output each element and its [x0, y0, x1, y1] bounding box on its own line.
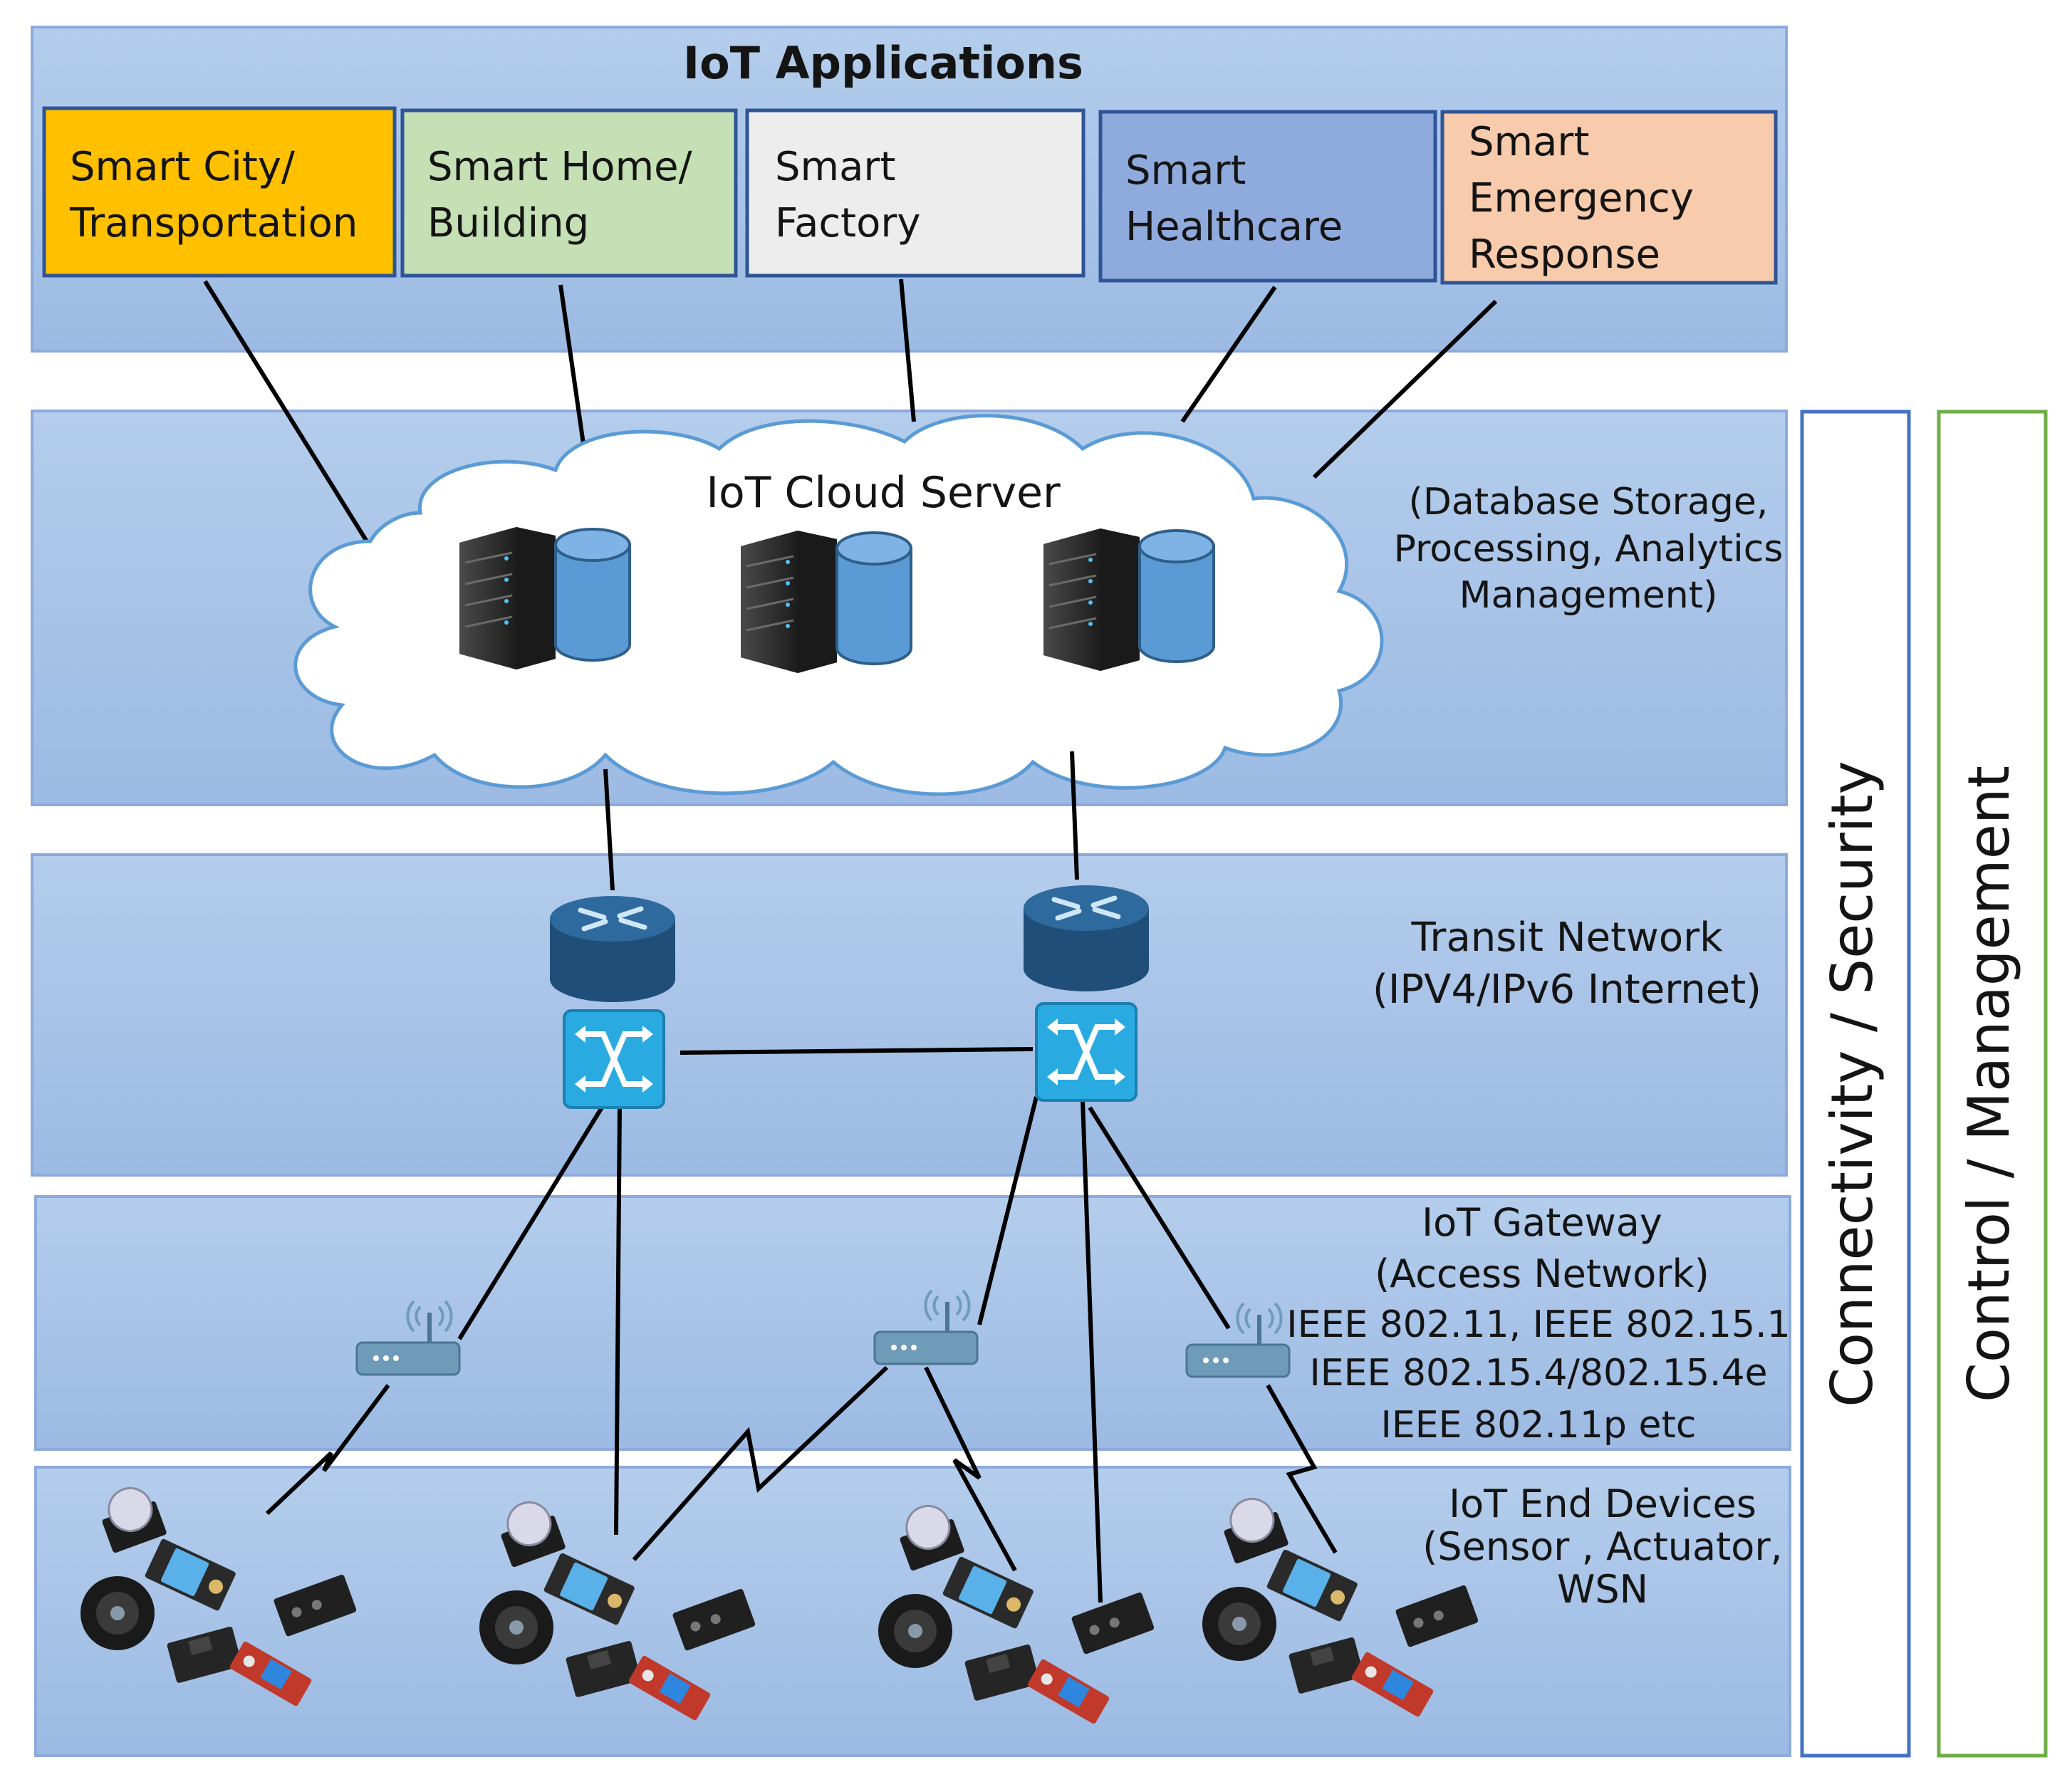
app-label-line: Smart [1469, 119, 1589, 165]
fan-module-icon [1202, 1587, 1276, 1661]
database-icon [1138, 529, 1215, 663]
fan-module-icon [80, 1576, 155, 1650]
app-box-smart-city: Smart City/ Transportation [42, 106, 397, 278]
buzzer-module-icon [102, 1486, 167, 1553]
app-label-line: Smart [1125, 147, 1246, 194]
app-label-line: Factory [775, 200, 921, 246]
sensor-board-icon [1071, 1593, 1155, 1654]
app-label-line: Response [1469, 231, 1660, 278]
router-icon [550, 896, 675, 1002]
app-label-line: Smart [775, 144, 895, 190]
database-icon [554, 528, 631, 662]
gateway-label-line: (Access Network) [1375, 1251, 1709, 1296]
server-rack-icon [741, 531, 837, 673]
humidity-sensor-icon [145, 1538, 236, 1611]
sensor-cluster [479, 1501, 756, 1721]
end-devices-label-line: (Sensor , Actuator, [1422, 1524, 1782, 1569]
sensor-cluster [1202, 1497, 1479, 1717]
app-box-smart-emergency: Smart Emergency Response [1440, 110, 1778, 285]
layer-gateway [34, 1195, 1791, 1451]
wireless-gateway-icon [355, 1300, 461, 1376]
app-label-line: Building [427, 200, 589, 246]
app-box-smart-healthcare: Smart Healthcare [1098, 110, 1437, 283]
router-icon [1024, 885, 1149, 991]
cloud-description-line: Processing, Analytics [1394, 528, 1784, 570]
transit-label-line: (IPV4/IPv6 Internet) [1373, 966, 1761, 1013]
app-box-smart-home: Smart Home/ Building [400, 108, 738, 278]
end-devices-label-line: WSN [1557, 1567, 1648, 1612]
cloud-description-line: (Database Storage, [1409, 481, 1769, 523]
side-bar-label: Control / Management [1956, 766, 2022, 1402]
app-label-line: Smart Home/ [427, 144, 692, 190]
side-bar-control-management: Control / Management [1937, 410, 2048, 1758]
sensor-board-icon [274, 1575, 357, 1637]
end-devices-label-line: IoT End Devices [1449, 1481, 1756, 1526]
relay-module-icon [1351, 1652, 1434, 1717]
app-box-smart-factory: Smart Factory [745, 108, 1086, 278]
humidity-sensor-icon [543, 1553, 635, 1625]
buzzer-module-icon [900, 1504, 964, 1571]
network-links [265, 751, 1338, 1603]
side-bar-label: Connectivity / Security [1819, 761, 1885, 1407]
database-icon [835, 531, 912, 665]
gateway-label-line: IEEE 802.15.4/802.15.4e [1309, 1352, 1767, 1395]
server-group-2 [741, 531, 912, 673]
side-bar-connectivity-security: Connectivity / Security [1800, 410, 1911, 1758]
app-label-line: Emergency [1469, 175, 1694, 222]
relay-module-icon [229, 1641, 312, 1706]
cloud-label: IoT Cloud Server [706, 468, 1061, 518]
ir-sensor-icon [167, 1626, 242, 1683]
app-label-line: Transportation [69, 200, 358, 246]
app-box-fill [400, 108, 738, 278]
ir-sensor-icon [566, 1640, 641, 1697]
sensor-board-icon [672, 1589, 756, 1651]
app-box-fill [1440, 110, 1778, 285]
layer-transit-network [31, 853, 1788, 1177]
server-rack-icon [1043, 528, 1140, 671]
ir-sensor-icon [1289, 1637, 1364, 1694]
app-label-line: Smart City/ [70, 144, 295, 190]
gateway-label-line: IEEE 802.11, IEEE 802.15.1 [1286, 1303, 1790, 1346]
server-group-1 [459, 527, 631, 669]
sensor-cluster [80, 1486, 357, 1706]
sensor-board-icon [1395, 1585, 1479, 1647]
ir-sensor-icon [964, 1644, 1040, 1701]
switch-icon [1035, 1002, 1137, 1102]
end-device-clusters [80, 1486, 1479, 1724]
transit-label-line: Transit Network [1410, 914, 1723, 961]
relay-module-icon [1027, 1659, 1110, 1724]
humidity-sensor-icon [942, 1556, 1034, 1629]
cloud-description-line: Management) [1459, 574, 1718, 617]
fan-module-icon [878, 1594, 952, 1668]
sensor-cluster [878, 1504, 1155, 1724]
server-rack-icon [459, 527, 556, 669]
diagram-title: IoT Applications [683, 37, 1083, 89]
gateway-label-line: IEEE 802.11p etc [1381, 1404, 1697, 1447]
app-box-fill [745, 108, 1086, 278]
buzzer-module-icon [1224, 1497, 1289, 1564]
buzzer-module-icon [501, 1501, 566, 1568]
app-cloud-links [203, 278, 1498, 546]
humidity-sensor-icon [1266, 1549, 1358, 1622]
app-label-line: Healthcare [1125, 204, 1343, 250]
app-box-fill [1098, 110, 1437, 283]
relay-module-icon [628, 1655, 711, 1721]
app-box-fill [42, 106, 397, 278]
fan-module-icon [479, 1590, 553, 1664]
wireless-gateway-icon [1185, 1302, 1291, 1378]
switch-icon [563, 1009, 665, 1109]
server-group-3 [1043, 528, 1215, 671]
wireless-gateway-icon [873, 1289, 979, 1365]
gateway-label-line: IoT Gateway [1422, 1200, 1662, 1245]
